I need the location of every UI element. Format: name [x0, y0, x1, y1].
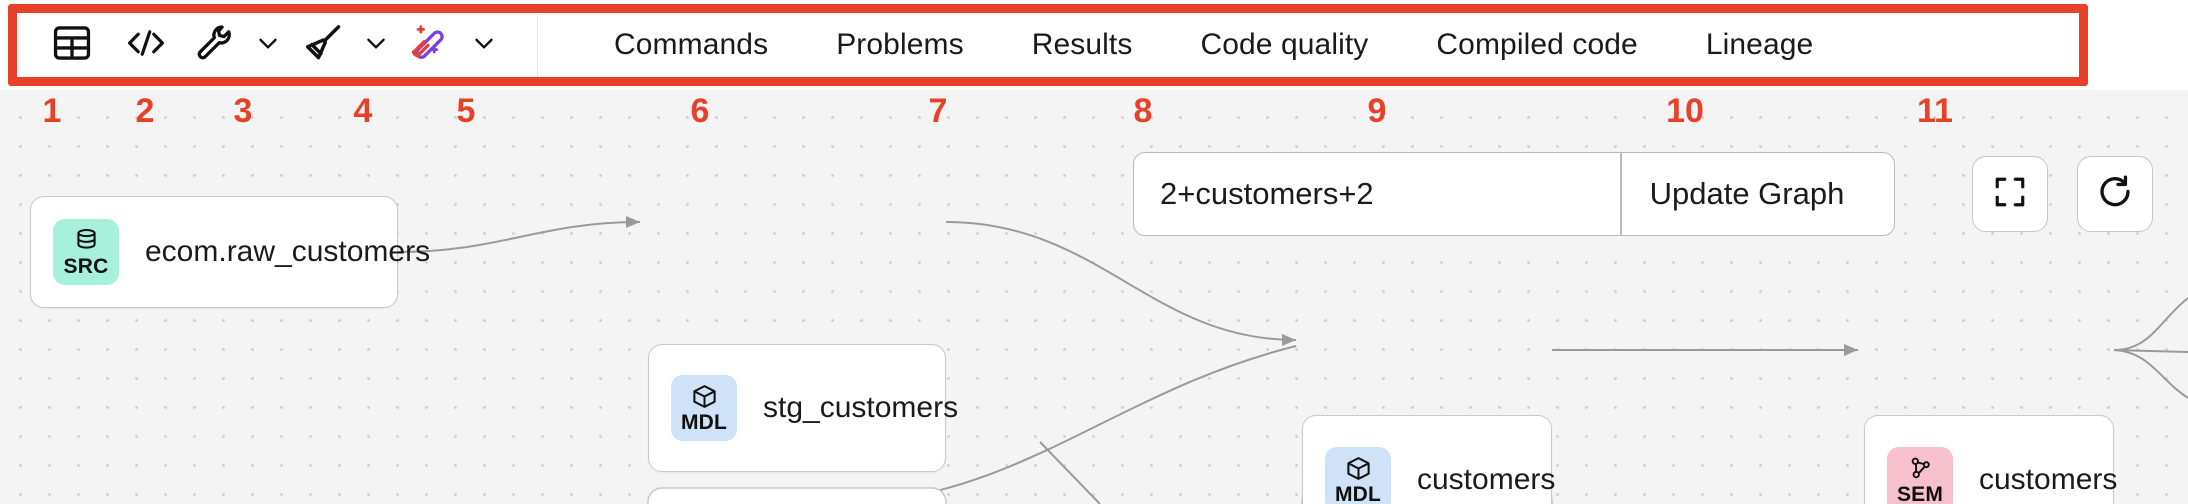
broom-icon	[300, 21, 344, 70]
lineage-canvas[interactable]: 2+customers+2 Update Graph	[0, 90, 2188, 504]
graph-selector-bar: 2+customers+2 Update Graph	[1133, 152, 1895, 236]
node-badge-label: SEM	[1896, 483, 1944, 504]
toolbar-tabs: Commands Problems Results Code quality C…	[538, 13, 2079, 77]
wrench-icon-button[interactable]	[183, 18, 245, 72]
node-badge-src: SRC	[53, 219, 119, 285]
node-badge-sem: SEM	[1887, 447, 1953, 504]
update-graph-button[interactable]: Update Graph	[1649, 176, 1845, 211]
magic-wand-dropdown-caret[interactable]	[461, 18, 507, 72]
cube-icon	[1345, 455, 1372, 482]
cube-icon	[691, 383, 718, 410]
tab-compiled-code[interactable]: Compiled code	[1436, 28, 1638, 61]
magic-wand-icon	[408, 21, 452, 70]
node-label: ecom.raw_customers	[145, 235, 431, 268]
node-badge-label: MDL	[1334, 483, 1382, 504]
magic-wand-icon-button[interactable]	[399, 18, 461, 72]
node-label: customers	[1417, 463, 1556, 496]
node-label: customers	[1979, 463, 2118, 496]
code-icon	[124, 22, 168, 69]
wrench-icon	[193, 22, 235, 69]
tab-commands[interactable]: Commands	[614, 28, 769, 61]
node-label: stg_customers	[763, 391, 959, 424]
node-badge-label: SRC	[63, 255, 109, 278]
refresh-button[interactable]	[2077, 156, 2153, 232]
editor-toolbar: Commands Problems Results Code quality C…	[0, 0, 2188, 88]
chevron-down-icon	[471, 30, 497, 61]
broom-icon-button[interactable]	[291, 18, 353, 72]
lineage-node-ecom-raw-customers[interactable]: SRC ecom.raw_customers	[30, 196, 430, 308]
fullscreen-icon	[1992, 174, 2028, 215]
wrench-dropdown-caret[interactable]	[245, 18, 291, 72]
toolbar-divider	[537, 13, 538, 77]
tab-results[interactable]: Results	[1031, 28, 1133, 61]
control-divider	[1620, 153, 1622, 235]
network-icon	[1907, 455, 1934, 482]
node-badge-label: MDL	[680, 411, 728, 434]
database-icon	[73, 227, 100, 254]
node-badge-mdl: MDL	[1325, 447, 1391, 504]
tab-code-quality[interactable]: Code quality	[1200, 28, 1369, 61]
tab-lineage[interactable]: Lineage	[1705, 28, 1814, 61]
fullscreen-button[interactable]	[1972, 156, 2048, 232]
table-icon-button[interactable]	[35, 18, 109, 72]
node-badge-mdl: MDL	[671, 375, 737, 441]
lineage-node-customers-mdl[interactable]: MDL customers	[1302, 415, 1556, 504]
graph-selector-input[interactable]: 2+customers+2	[1160, 176, 1374, 211]
lineage-node-stg-customers[interactable]: MDL stg_customers	[648, 344, 958, 472]
lineage-node-customers-sem[interactable]: SEM customers	[1864, 415, 2118, 504]
broom-dropdown-caret[interactable]	[353, 18, 399, 72]
refresh-icon	[2096, 173, 2134, 216]
toolbar-icon-group	[17, 13, 525, 77]
chevron-down-icon	[255, 30, 281, 61]
tab-problems[interactable]: Problems	[836, 28, 964, 61]
chevron-down-icon	[363, 30, 389, 61]
code-icon-button[interactable]	[109, 18, 183, 72]
table-icon	[51, 22, 93, 69]
